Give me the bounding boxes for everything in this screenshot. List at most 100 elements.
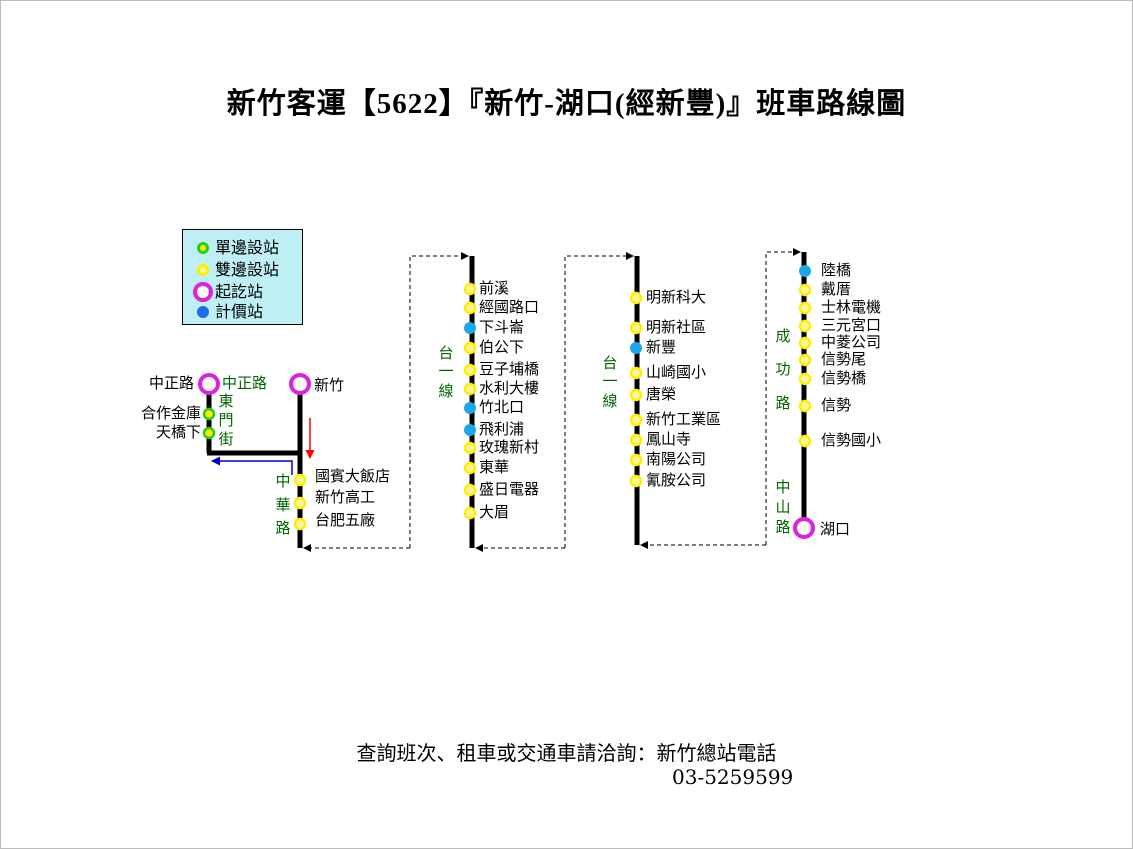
road-label-tai1-b-char-0: 台: [602, 354, 617, 372]
stop-chenggong-5-double-side-stop-icon: [798, 353, 812, 367]
stop-label-hsinchu: 新竹: [314, 376, 344, 394]
stop-label-dongmen-1: 天橋下: [156, 423, 201, 441]
stop-tai1b-8-double-side-stop-icon: [629, 474, 643, 488]
stop-label-tai1a-10: 盛日電器: [479, 480, 539, 498]
stop-label-tai1b-6: 鳳山寺: [646, 430, 691, 448]
stop-chenggong-7-double-side-stop-icon: [798, 399, 812, 413]
dashed-connector-3: [765, 248, 801, 545]
stop-tai1b-7-double-side-stop-icon: [629, 453, 643, 467]
stop-tai1a-5-double-side-stop-icon: [463, 382, 477, 396]
stop-chenggong-2-double-side-stop-icon: [798, 301, 812, 315]
stop-label-chenggong-2: 士林電機: [821, 298, 881, 316]
road-label-chenggong-char-1: 功: [775, 360, 790, 378]
stop-label-tai1b-1: 明新社區: [646, 318, 706, 336]
dashed-connector-1: [409, 252, 469, 548]
double-side-stop-icon: [197, 264, 209, 276]
stop-tai1b-1-double-side-stop-icon: [629, 321, 643, 335]
stop-chenggong-4-double-side-stop-icon: [798, 336, 812, 350]
stop-tai1a-8-double-side-stop-icon: [463, 441, 477, 455]
stop-label-tai1b-3: 山崎國小: [646, 363, 706, 381]
stop-tai1a-4-double-side-stop-icon: [463, 363, 477, 377]
stop-zhonghua-0-double-side-stop-icon: [293, 473, 307, 487]
stop-tai1a-2-fare-stop-icon: [464, 322, 476, 334]
road-label-tai1-a-char-2: 線: [438, 382, 453, 400]
stop-label-chenggong-5: 信勢尾: [821, 350, 866, 368]
stop-chenggong-0-fare-stop-icon: [799, 265, 811, 277]
single-side-stop-icon: [197, 242, 209, 254]
stop-zhongzheng-terminal-icon: [198, 373, 220, 395]
stop-label-tai1a-2: 下斗崙: [479, 318, 524, 336]
stop-label-tai1b-7: 南陽公司: [646, 450, 706, 468]
stop-label-zhonghua-1: 新竹高工: [315, 488, 375, 506]
stop-label-tai1a-0: 前溪: [479, 279, 509, 297]
stop-chenggong-3-double-side-stop-icon: [798, 319, 812, 333]
stop-label-tai1b-8: 氰胺公司: [646, 471, 706, 489]
stop-label-tai1a-5: 水利大樓: [479, 379, 539, 397]
stop-tai1a-6-fare-stop-icon: [464, 402, 476, 414]
stop-zhonghua-2-double-side-stop-icon: [293, 517, 307, 531]
terminal-stop-icon: [193, 282, 213, 302]
road-label-zhongshan-char-0: 中: [775, 478, 790, 496]
road-label-tai1-a-char-0: 台: [438, 344, 453, 362]
stop-label-tai1a-11: 大眉: [479, 503, 509, 521]
road-label-zhongshan-char-1: 山: [775, 498, 790, 516]
stop-label-tai1a-1: 經國路口: [479, 298, 539, 316]
stop-label-chenggong-8: 信勢國小: [821, 431, 881, 449]
footer-contact-text: 查詢班次、租車或交通車請洽詢：新竹總站電話: [356, 741, 777, 765]
stop-tai1a-10-double-side-stop-icon: [463, 483, 477, 497]
stop-label-tai1a-8: 玫瑰新村: [479, 438, 539, 456]
legend: 單邊設站 雙邊設站 起訖站 計價站: [182, 229, 303, 325]
road-label-chenggong-char-2: 路: [775, 394, 790, 412]
stop-label-tai1a-9: 東華: [479, 458, 509, 476]
dashed-connector-2: [564, 252, 634, 548]
fare-stop-icon: [197, 306, 209, 318]
stop-tai1b-2-fare-stop-icon: [630, 342, 642, 354]
stop-tai1b-5-double-side-stop-icon: [629, 413, 643, 427]
stop-dongmen-0-single-side-stop-icon: [202, 407, 216, 421]
road-label-chenggong-char-0: 成: [775, 327, 790, 345]
stop-tai1b-0-double-side-stop-icon: [629, 291, 643, 305]
page-title: 新竹客運【5622】『新竹-湖口(經新豐)』班車路線圖: [226, 88, 907, 120]
stop-label-chenggong-7: 信勢: [821, 396, 851, 414]
stop-label-chenggong-6: 信勢橋: [821, 369, 866, 387]
stop-label-chenggong-1: 戴厝: [821, 280, 851, 298]
footer-phone: 03-5259599: [672, 765, 794, 789]
road-label-dongmen-char-1: 門: [218, 411, 233, 429]
stop-tai1a-3-double-side-stop-icon: [463, 341, 477, 355]
direction-arrow-blue: [211, 456, 293, 475]
stop-label-tai1b-4: 唐榮: [646, 385, 676, 403]
road-label-zhongzheng: 中正路: [222, 374, 267, 392]
stop-tai1a-11-double-side-stop-icon: [463, 506, 477, 520]
stop-tai1a-9-double-side-stop-icon: [463, 461, 477, 475]
stop-label-tai1a-3: 伯公下: [479, 338, 524, 356]
road-label-dongmen-char-2: 街: [218, 430, 233, 448]
stop-label-zhonghua-2: 台肥五廠: [315, 511, 375, 529]
stop-label-hukou: 湖口: [820, 520, 850, 538]
stop-chenggong-6-double-side-stop-icon: [798, 372, 812, 386]
stop-label-tai1b-5: 新竹工業區: [646, 410, 721, 428]
stop-label-zhonghua-0: 國賓大飯店: [315, 467, 390, 485]
stop-label-chenggong-0: 陸橋: [821, 261, 851, 279]
stop-label-chenggong-3: 三元宮口: [821, 316, 881, 334]
stop-tai1a-1-double-side-stop-icon: [463, 301, 477, 315]
road-label-zhonghua-char-0: 中: [275, 472, 290, 490]
stop-dongmen-1-single-side-stop-icon: [202, 426, 216, 440]
road-label-zhonghua-char-2: 路: [275, 519, 290, 537]
stop-tai1a-0-double-side-stop-icon: [463, 282, 477, 296]
stop-label-chenggong-4: 中菱公司: [821, 333, 881, 351]
stop-label-tai1b-2: 新豐: [646, 338, 676, 356]
road-label-tai1-b-char-2: 線: [602, 392, 617, 410]
road-label-tai1-a-char-1: 一: [438, 362, 453, 380]
stop-label-tai1a-7: 飛利浦: [479, 420, 524, 438]
stop-label-zhongzheng: 中正路: [149, 374, 194, 392]
stop-tai1a-7-fare-stop-icon: [464, 424, 476, 436]
stop-label-tai1b-0: 明新科大: [646, 288, 706, 306]
road-label-zhonghua-char-1: 華: [275, 496, 290, 514]
stop-chenggong-1-double-side-stop-icon: [798, 283, 812, 297]
stop-label-tai1a-4: 豆子埔橋: [479, 360, 539, 378]
stop-chenggong-8-double-side-stop-icon: [798, 434, 812, 448]
road-label-zhongshan-char-2: 路: [775, 518, 790, 536]
stop-tai1b-6-double-side-stop-icon: [629, 433, 643, 447]
stop-tai1b-3-double-side-stop-icon: [629, 366, 643, 380]
